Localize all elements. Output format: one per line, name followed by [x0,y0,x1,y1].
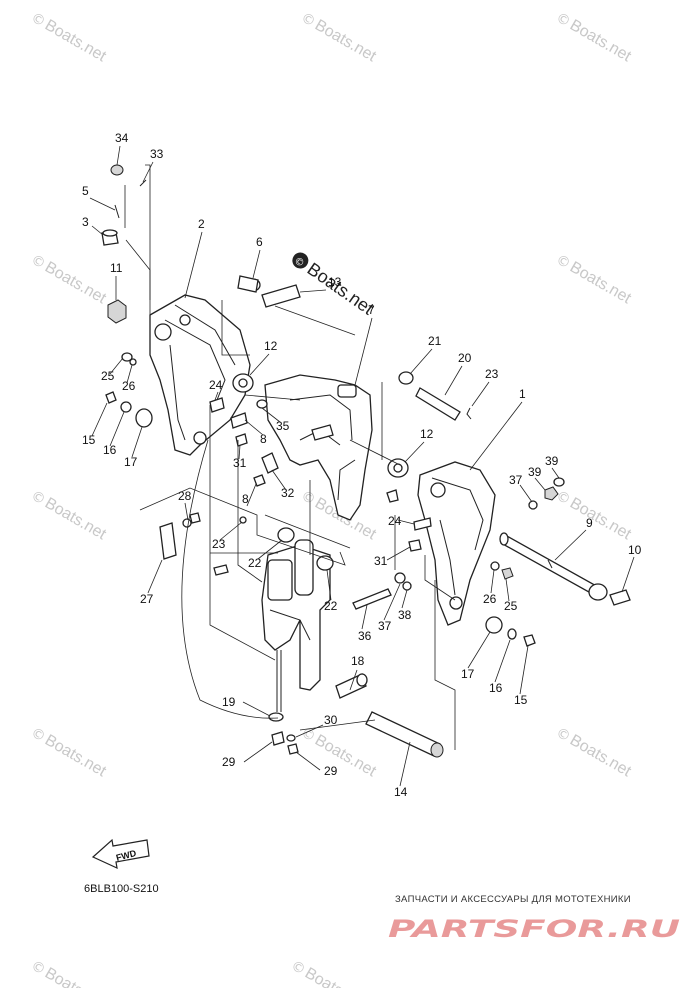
watermark-symbol: © [553,488,573,509]
callout-8-top: 8 [260,432,267,446]
callout-15-left: 15 [82,433,96,447]
callout-17-left: 17 [124,455,138,469]
drawing-code: 6BLB100-S210 [84,883,159,895]
callout-21: 21 [428,334,442,348]
shop-logo: PARTSFOR.RU [388,915,680,943]
callout-37-right: 37 [509,473,523,487]
callout-12-top: 12 [264,339,278,353]
callout-labels: 34 33 5 3 2 6 13 11 7 21 20 23 1 25 26 1… [82,131,642,799]
callout-19: 19 [222,695,236,709]
leader-lines [89,145,635,787]
watermark-symbol: © [28,252,48,273]
callout-5: 5 [82,184,89,198]
callout-14: 14 [394,785,408,799]
callout-30: 30 [324,713,338,727]
bushing-22a [277,527,295,543]
fwd-arrow [91,838,150,870]
watermark-text: Boats.net [567,495,635,544]
swivel-bracket [264,374,373,521]
nut-11 [107,299,127,324]
callout-22-right: 22 [324,599,338,613]
callout-7: 7 [368,303,375,317]
watermark-text: Boats.net [567,259,635,308]
callout-35: 35 [276,419,290,433]
callout-31-left: 31 [233,456,247,470]
watermark-symbol: © [553,252,573,273]
watermark-symbol: © [28,10,48,31]
callout-28: 28 [178,489,192,503]
callout-24-top: 24 [209,378,223,392]
watermark-symbol: © [553,10,573,31]
callout-17-right: 17 [461,667,475,681]
callout-1: 1 [519,387,526,401]
callout-39-a: 39 [528,465,542,479]
pin-13 [261,284,301,308]
watermark-text: Boats.net [567,732,635,781]
watermark-symbol: © [298,10,318,31]
watermark-symbol: © [28,488,48,509]
callout-6: 6 [256,235,263,249]
watermark-symbol: © [28,725,48,746]
callout-8-mid: 8 [242,492,249,506]
bushing-17a [135,408,153,428]
callout-18: 18 [351,654,365,668]
nut-34 [110,164,124,176]
callout-23-top: 23 [485,367,499,381]
watermark-symbol: © [553,725,573,746]
callout-36: 36 [358,629,372,643]
callout-12-right: 12 [420,427,434,441]
callout-37-mid: 37 [378,619,392,633]
callout-16-left: 16 [103,443,117,457]
callout-31-right: 31 [374,554,388,568]
watermark-text: Boats.net [42,732,110,781]
callout-29-left: 29 [222,755,236,769]
callout-39-b: 39 [545,454,559,468]
watermark-text: Boats.net [42,17,110,66]
callout-16-right: 16 [489,681,503,695]
pin-14 [365,711,441,757]
watermark-text: Boats.net [312,17,380,66]
watermark-text: Boats.net [42,259,110,308]
watermark-grid: ©Boats.net ©Boats.net ©Boats.net ©Boats.… [28,10,635,988]
callout-32: 32 [281,486,295,500]
grease-nipple-32 [261,452,279,474]
callout-10: 10 [628,543,642,557]
callout-29-right: 29 [324,764,338,778]
callout-25-right: 25 [504,599,518,613]
callout-26-left: 26 [122,379,136,393]
watermark-text: Boats.net [302,965,370,988]
watermark-text: Boats.net [42,965,110,988]
callout-3: 3 [82,215,89,229]
callout-33: 33 [150,147,164,161]
callout-2: 2 [198,217,205,231]
callout-24-right: 24 [388,514,402,528]
watermark-symbol: © [298,488,318,509]
callout-27: 27 [140,592,154,606]
callout-11: 11 [110,261,123,275]
callout-20: 20 [458,351,472,365]
pin-20 [415,387,461,421]
watermark-symbol: © [28,958,48,979]
left-clamp-bracket [149,294,251,456]
callout-22-left: 22 [248,556,262,570]
callout-9: 9 [586,516,593,530]
watermark-text: Boats.net [312,732,380,781]
watermark-text: Boats.net [42,495,110,544]
callout-23-left: 23 [212,537,226,551]
callout-15-right: 15 [514,693,528,707]
callout-38: 38 [398,608,412,622]
shop-caption: ЗАПЧАСТИ И АКСЕССУАРЫ ДЛЯ МОТОТЕХНИКИ [395,894,631,905]
callout-13: 13 [328,275,342,289]
callout-26-right: 26 [483,592,497,606]
watermark-text: Boats.net [567,17,635,66]
parts-drawing [91,164,631,870]
callout-34: 34 [115,131,129,145]
bushing-17b [485,616,503,634]
watermark-symbol: © [288,958,308,979]
